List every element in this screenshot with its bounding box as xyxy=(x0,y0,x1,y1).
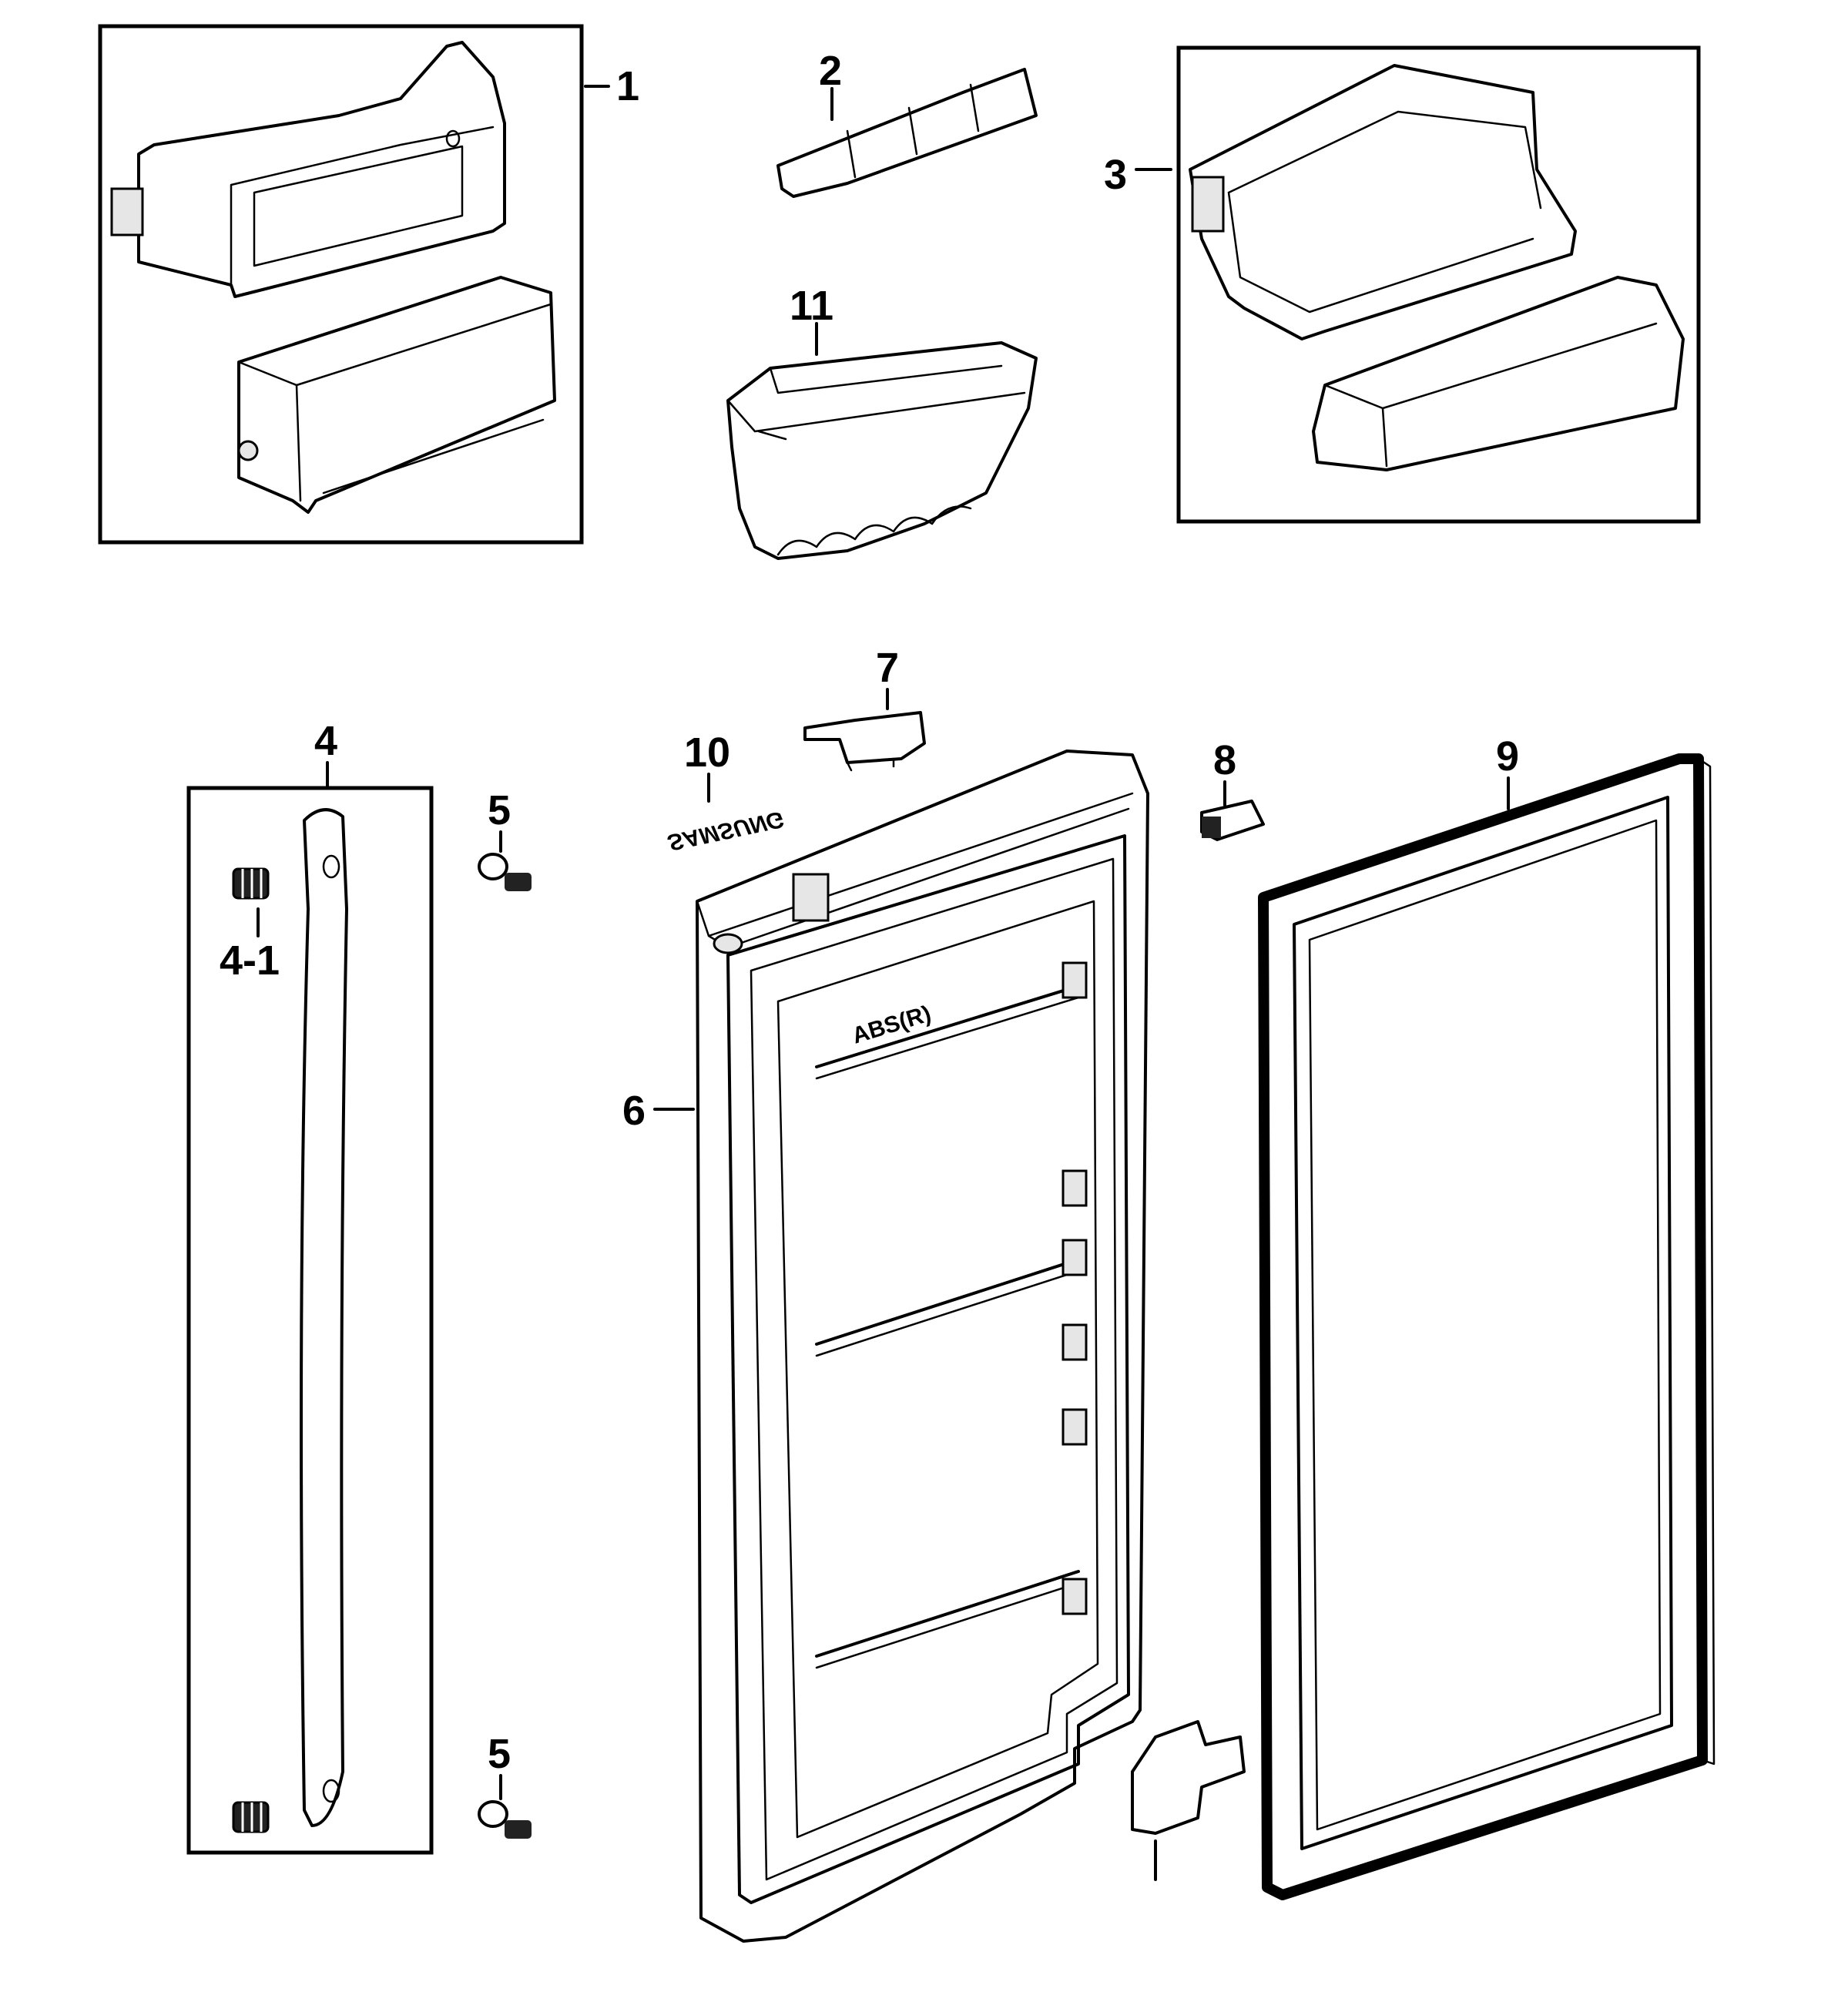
part-4-frame xyxy=(186,786,434,1855)
part-1-cover xyxy=(237,276,556,514)
part-11-egg-tray: 11 xyxy=(726,283,1038,560)
part-8-cap: 8 xyxy=(1200,737,1265,841)
part-6-bottom-hinge xyxy=(1131,1720,1246,1835)
part-3-upper-guard xyxy=(1189,64,1577,340)
callout-5-top: 5 xyxy=(488,787,511,833)
part-3-lower-guard xyxy=(1312,276,1685,471)
callout-3: 3 xyxy=(1104,152,1127,198)
part-2-clip xyxy=(776,68,1038,198)
part-3-clip xyxy=(1191,176,1225,233)
callout-4: 4 xyxy=(314,718,337,764)
callout-11: 11 xyxy=(790,283,833,329)
part-6-door-shell xyxy=(696,749,1149,1943)
part-1-door-bin-assembly: 1 xyxy=(98,24,639,545)
door-hinge-hole xyxy=(713,933,743,954)
clip-e xyxy=(1062,1408,1088,1446)
clip-a xyxy=(1062,961,1088,999)
callout-2: 2 xyxy=(819,48,842,94)
part-3-door-guard-assembly: 3 xyxy=(1104,45,1701,524)
part-4-1-fastener-top xyxy=(232,867,270,900)
part-4-handle-assembly: 4 4-1 xyxy=(186,718,434,1855)
part-6-door-assembly: 6 ABS(R) xyxy=(622,749,1246,1943)
clip-d xyxy=(1062,1323,1088,1361)
callout-8: 8 xyxy=(1213,737,1236,783)
part-7-body xyxy=(803,711,926,764)
clip-f xyxy=(1062,1578,1088,1615)
part-9-door-gasket: 9 xyxy=(1258,733,1716,1900)
part-1-upper-bin xyxy=(137,41,506,298)
part-9-gasket-outer xyxy=(1258,753,1708,1900)
part-7-hinge-cover: 7 xyxy=(803,645,926,772)
part-5-screw-bottom: 5 xyxy=(478,1731,532,1839)
part-5-screw-top: 5 xyxy=(478,787,532,891)
clip-c xyxy=(1062,1239,1088,1276)
part-1-frame xyxy=(98,24,584,545)
part-1-screw xyxy=(237,440,259,461)
part-1-clip xyxy=(110,187,144,236)
callout-10: 10 xyxy=(684,729,730,776)
callout-1: 1 xyxy=(616,63,639,109)
part-10-badge: 10 SAMSUNG xyxy=(666,729,786,855)
part-3-frame xyxy=(1176,45,1701,524)
door-top-block xyxy=(792,873,830,922)
callout-4-1: 4-1 xyxy=(220,937,280,984)
callout-9: 9 xyxy=(1496,733,1519,780)
callout-6: 6 xyxy=(622,1088,646,1134)
part-2-bar-clip: 2 xyxy=(776,48,1038,198)
clip-b xyxy=(1062,1169,1088,1207)
part-11-tray xyxy=(726,341,1038,560)
badge-text: SAMSUNG xyxy=(666,806,786,855)
callout-5-bottom: 5 xyxy=(488,1731,511,1777)
part-4-1-fastener-bottom xyxy=(232,1801,270,1833)
part-4-handle xyxy=(300,808,348,1827)
callout-7: 7 xyxy=(876,645,899,691)
